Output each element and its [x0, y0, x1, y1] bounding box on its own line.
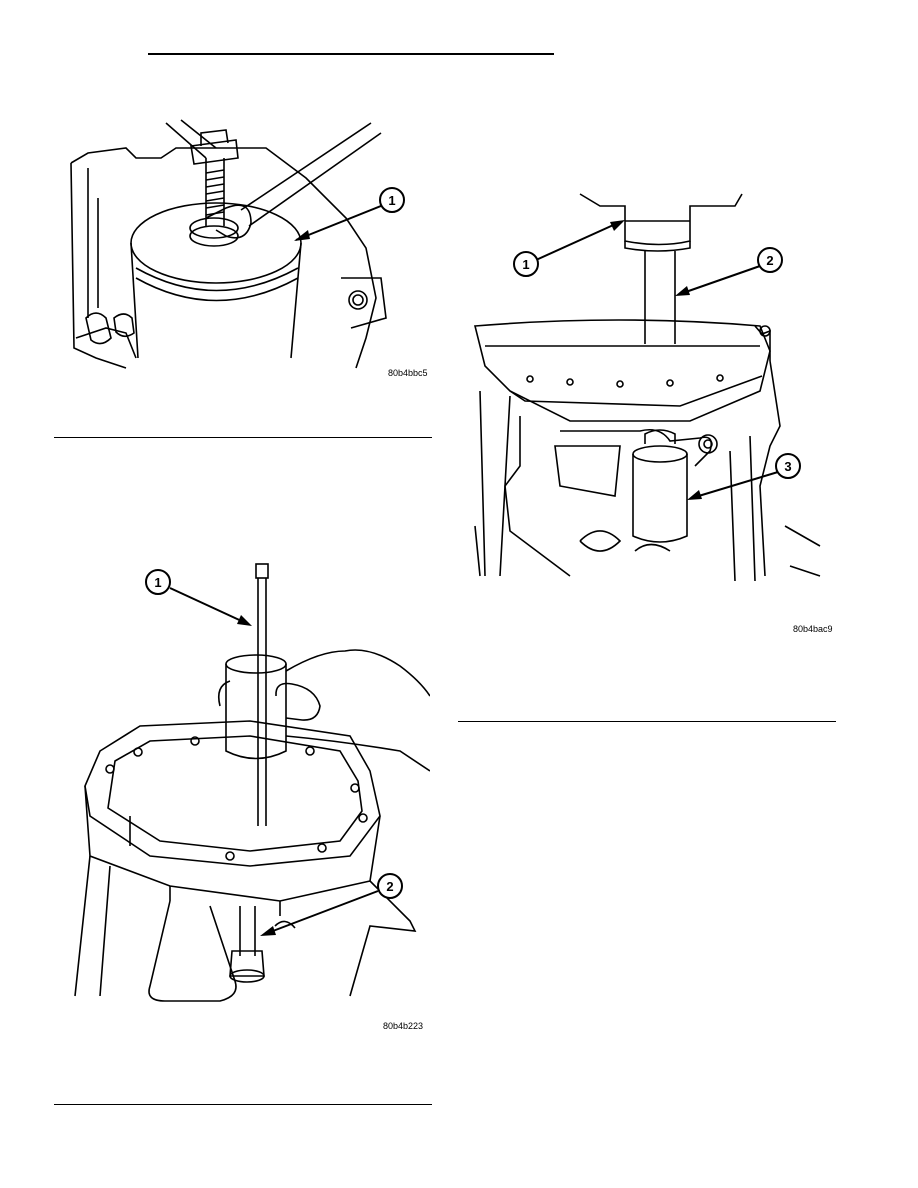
figure-3-callout-3: 3 — [784, 459, 791, 474]
figure-2-callout-1: 1 — [154, 575, 161, 590]
figure-3-illustration: 1 2 3 — [470, 186, 830, 581]
figure-1-illustration: 1 — [66, 118, 436, 378]
figure-3-callout-2: 2 — [766, 253, 773, 268]
figure-2-drawing: 1 2 — [74, 563, 430, 1002]
figure-3-callout-1: 1 — [522, 257, 529, 272]
figure-2-illustration: 1 2 — [70, 556, 430, 1006]
figure-1-drawing: 1 — [70, 119, 405, 369]
figure-3-divider — [458, 721, 836, 722]
figure-2-code: 80b4b223 — [383, 1021, 424, 1031]
figure-1-callout-1: 1 — [388, 193, 395, 208]
figure-2-divider — [54, 1104, 432, 1105]
figure-1-code: 80b4bbc5 — [388, 368, 428, 378]
figure-2-callout-2: 2 — [386, 879, 393, 894]
header-rule — [148, 53, 554, 55]
figure-3-drawing: 1 2 3 — [473, 193, 821, 581]
figure-3-code: 80b4bac9 — [793, 624, 833, 634]
figure-1-divider — [54, 437, 432, 438]
